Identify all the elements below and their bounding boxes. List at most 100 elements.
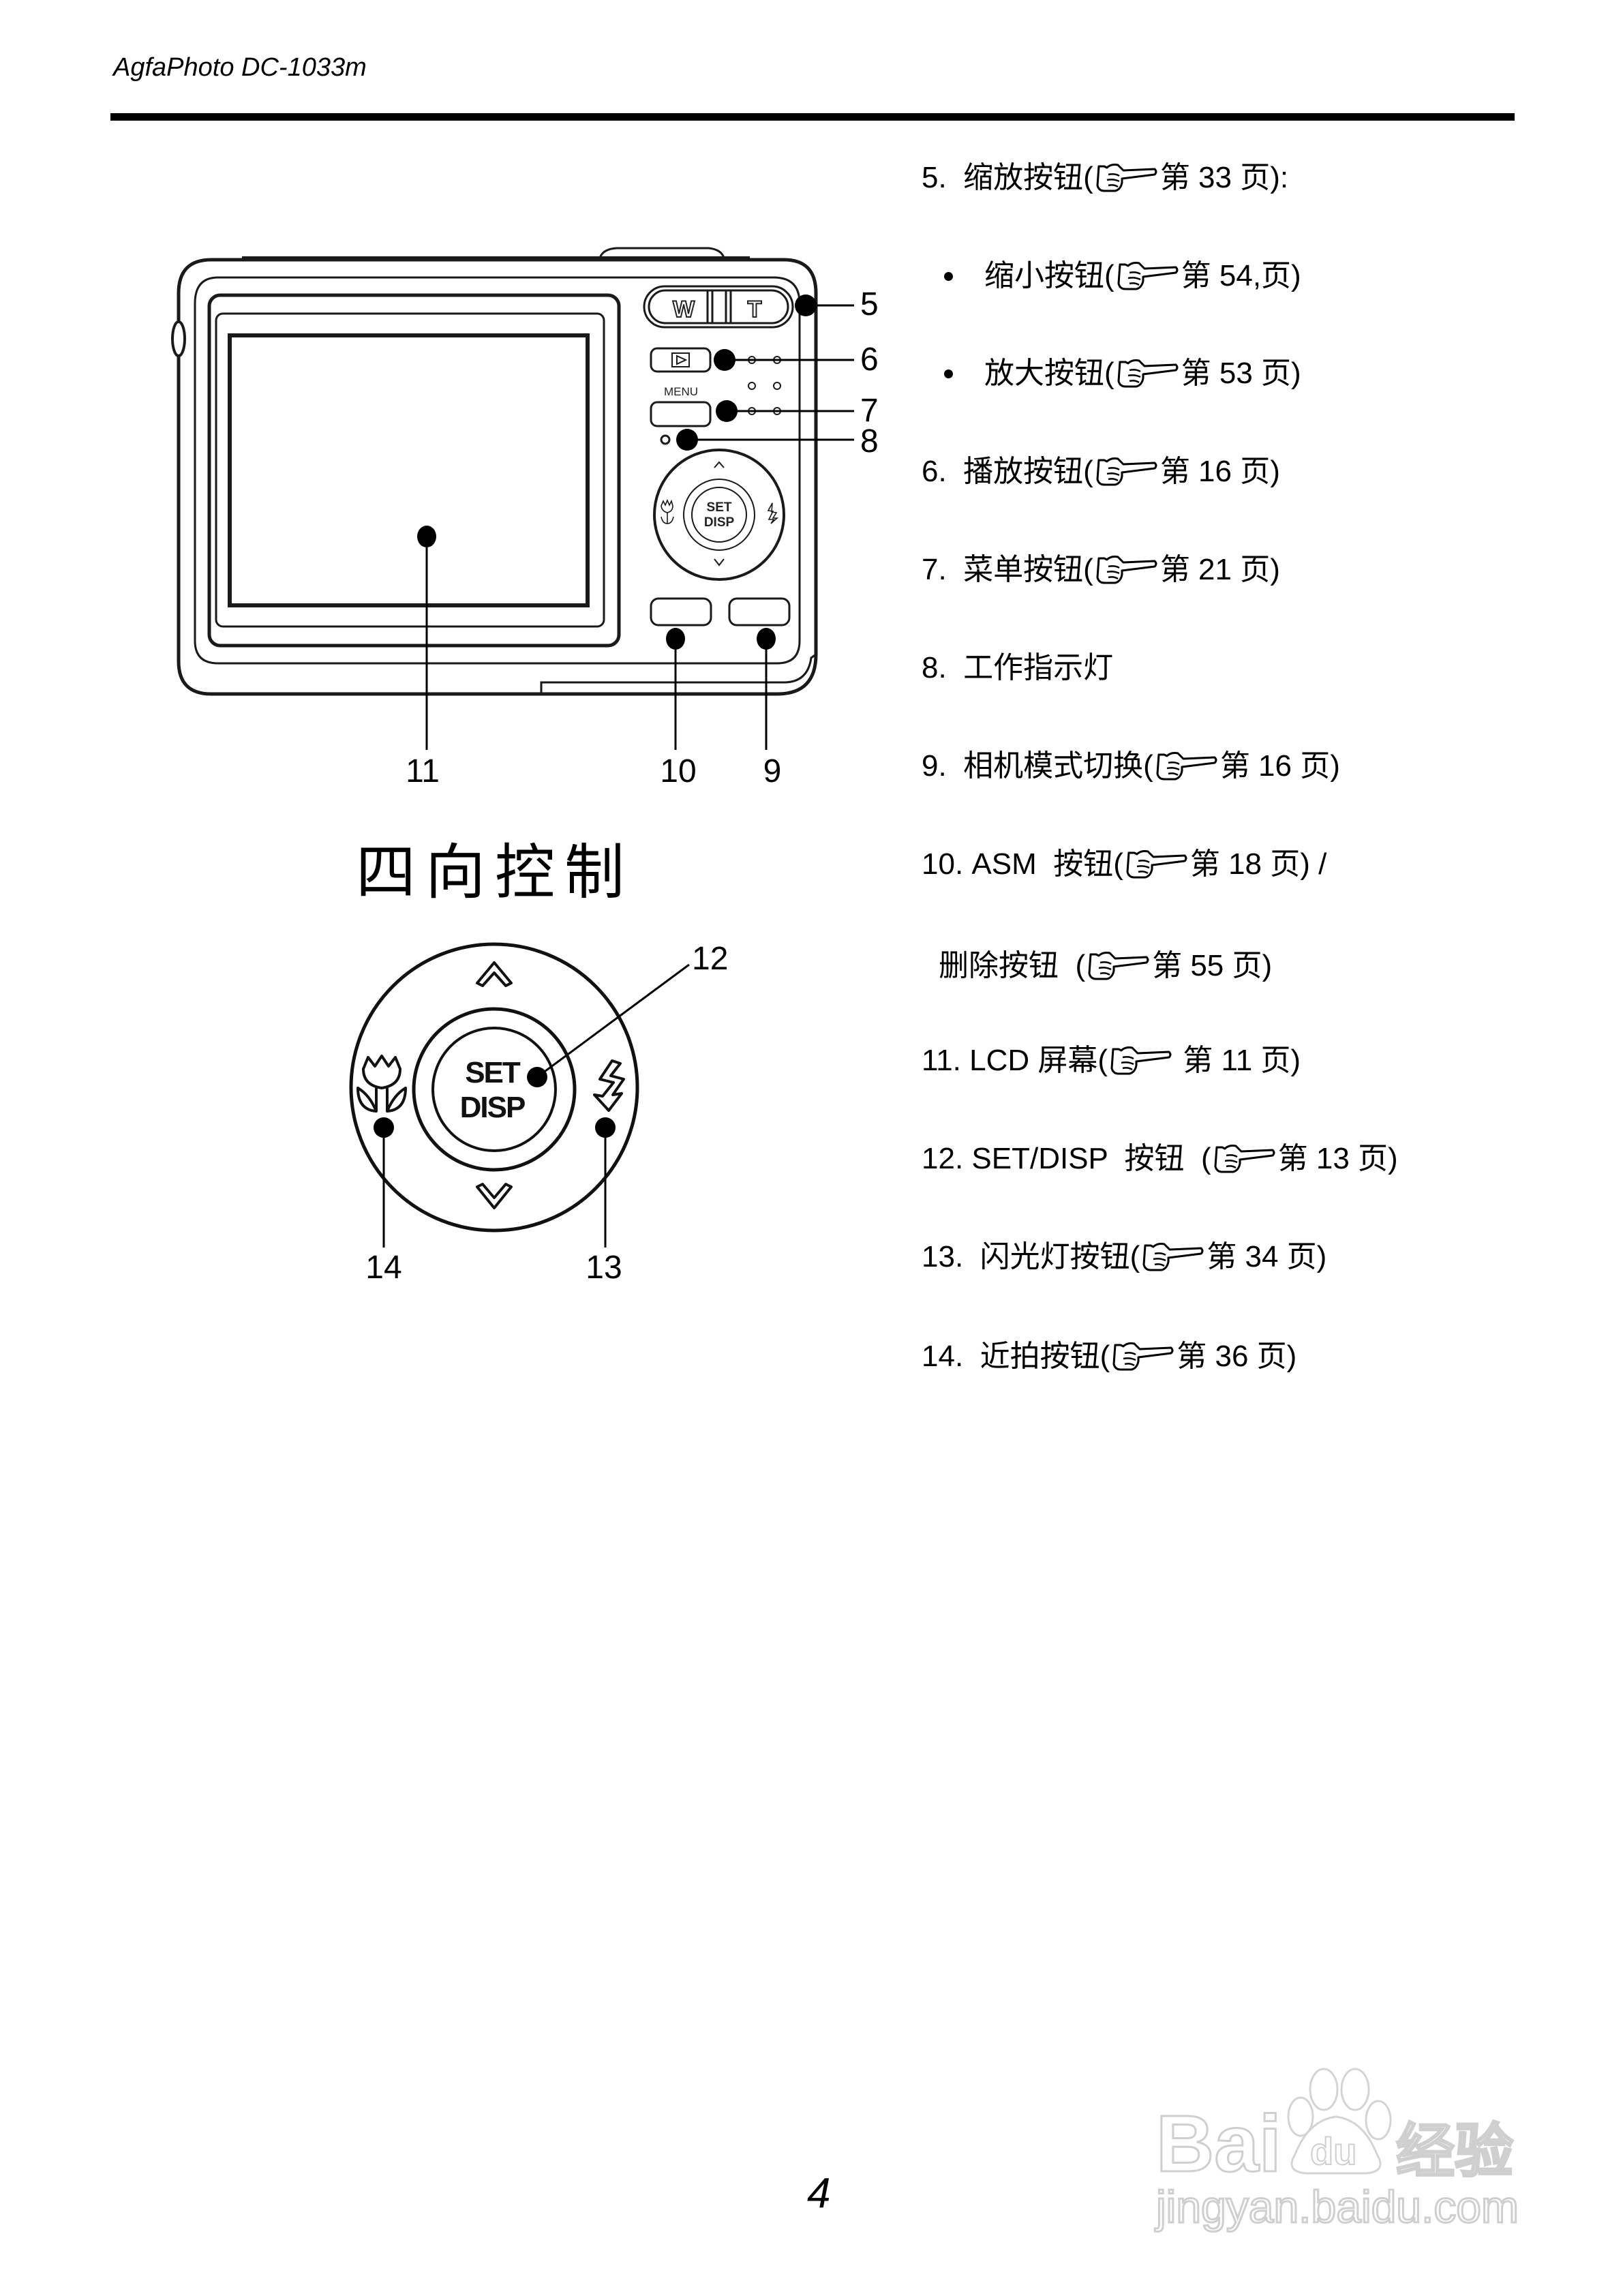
bullet-icon bbox=[944, 369, 953, 378]
dpad-disp-label: DISP bbox=[460, 1091, 525, 1124]
shutter-button-top bbox=[598, 247, 725, 258]
legend-label: 近拍按钮( bbox=[980, 1340, 1110, 1373]
legend-label: LCD 屏幕( bbox=[969, 1044, 1108, 1077]
page-reference: 第 13 页) bbox=[1277, 1142, 1398, 1175]
mini-up-arrow-icon bbox=[714, 461, 725, 468]
pointing-hand-icon bbox=[1111, 1341, 1174, 1372]
mini-down-arrow-icon bbox=[714, 558, 725, 567]
callout-13: 13 bbox=[586, 1250, 622, 1286]
page-reference: 第 54,页) bbox=[1181, 259, 1301, 292]
callout-6: 6 bbox=[860, 342, 879, 378]
dpad-diagram bbox=[349, 942, 639, 1233]
page-reference: 第 36 页) bbox=[1177, 1340, 1297, 1373]
callout-12: 12 bbox=[692, 941, 728, 977]
paw-icon bbox=[1287, 2068, 1392, 2175]
legend-number: 6. bbox=[922, 455, 947, 488]
up-arrow-icon bbox=[476, 961, 513, 987]
legend-number: 11. bbox=[922, 1044, 961, 1077]
pointing-hand-icon bbox=[1095, 162, 1157, 194]
legend-number: 9. bbox=[922, 749, 947, 783]
legend-number: 14. bbox=[922, 1340, 964, 1373]
legend-label: 相机模式切换( bbox=[963, 749, 1153, 783]
page-reference: 第 18 页) / bbox=[1189, 847, 1327, 881]
legend-item-8: 8. 工作指示灯 bbox=[922, 649, 1113, 687]
camera-body-outline bbox=[177, 258, 818, 696]
camera-callouts bbox=[417, 294, 854, 750]
watermark-brand-cn: 经验 bbox=[1396, 2119, 1513, 2184]
dpad-title: 四向控制 bbox=[356, 837, 635, 907]
mini-flash-icon bbox=[767, 502, 779, 524]
watermark-brand-du: du bbox=[1310, 2130, 1356, 2173]
flash-icon bbox=[593, 1059, 625, 1112]
dpad-outer-ring bbox=[349, 942, 639, 1233]
screen-bezel bbox=[207, 293, 621, 648]
callout-5: 5 bbox=[860, 286, 879, 322]
legend-label: 缩小按钮( bbox=[984, 259, 1114, 292]
menu-button bbox=[650, 401, 712, 427]
bullet-icon bbox=[944, 271, 953, 281]
dpad-callouts bbox=[374, 963, 690, 1248]
dpad-set-label: SET bbox=[465, 1056, 521, 1089]
legend-label: 闪光灯按钮( bbox=[980, 1240, 1140, 1273]
legend-label: 工作指示灯 bbox=[963, 651, 1114, 684]
macro-flower-icon bbox=[357, 1055, 407, 1113]
legend-number: 7. bbox=[922, 553, 947, 586]
menu-label: MENU bbox=[664, 385, 698, 398]
legend-label: ASM 按钮( bbox=[971, 847, 1123, 881]
camera-back-diagram bbox=[171, 247, 818, 696]
pointing-hand-icon bbox=[1141, 1241, 1204, 1273]
page-reference: 第 16 页) bbox=[1159, 455, 1280, 488]
zoom-rocker bbox=[648, 289, 789, 324]
page-reference: 第 16 页) bbox=[1219, 749, 1340, 783]
pointing-hand-icon bbox=[1125, 849, 1187, 880]
pointing-hand-icon bbox=[1116, 260, 1179, 292]
legend-item-14: 14. 近拍按钮( 第 36 页) bbox=[922, 1338, 1296, 1376]
page-reference: 第 21 页) bbox=[1159, 553, 1280, 586]
legend-label: 缩放按钮( bbox=[963, 161, 1093, 194]
legend-number: 10. bbox=[922, 847, 964, 881]
document-header-title: AgfaPhoto DC-1033m bbox=[113, 53, 367, 82]
pointing-hand-icon bbox=[1213, 1143, 1275, 1175]
mini-set-label: SET bbox=[707, 500, 732, 515]
legend-number: 13. bbox=[922, 1240, 964, 1273]
legend-number: 5. bbox=[922, 161, 947, 194]
asm-delete-button bbox=[650, 597, 712, 626]
legend-item-7: 7. 菜单按钮( 第 21 页) bbox=[922, 551, 1280, 589]
page-number: 4 bbox=[807, 2170, 831, 2217]
callout-11: 11 bbox=[406, 753, 440, 789]
page-reference: 第 11 页) bbox=[1174, 1044, 1301, 1077]
legend-item-6: 6. 播放按钮( 第 16 页) bbox=[922, 453, 1280, 491]
page-reference: 第 53 页) bbox=[1181, 357, 1301, 390]
legend-label: SET/DISP 按钮 ( bbox=[971, 1142, 1211, 1175]
pointing-hand-icon bbox=[1095, 456, 1157, 487]
mini-dpad-outer bbox=[653, 449, 785, 581]
speaker-holes bbox=[748, 356, 781, 415]
playback-button bbox=[650, 347, 712, 373]
legend-item-12: 12. SET/DISP 按钮 ( 第 13 页) bbox=[922, 1140, 1398, 1178]
legend-label: 播放按钮( bbox=[963, 455, 1093, 488]
play-icon bbox=[676, 354, 688, 365]
pointing-hand-icon bbox=[1109, 1045, 1172, 1076]
baidu-watermark: Bai du 经验 jingyan.baidu.com bbox=[1154, 2068, 1520, 2233]
page-reference: 第 33 页): bbox=[1159, 161, 1289, 194]
legend-label: 放大按钮( bbox=[984, 357, 1114, 390]
legend-item-zoom-out: 缩小按钮( 第 54,页) bbox=[944, 257, 1301, 295]
callout-8: 8 bbox=[860, 423, 879, 459]
pointing-hand-icon bbox=[1155, 751, 1217, 782]
header-divider bbox=[110, 113, 1515, 121]
watermark-brand: Bai bbox=[1156, 2099, 1281, 2189]
legend-item-13: 13. 闪光灯按钮( 第 34 页) bbox=[922, 1238, 1326, 1276]
callout-10: 10 bbox=[660, 753, 696, 789]
legend-item-5: 5. 缩放按钮( 第 33 页): bbox=[922, 159, 1288, 197]
pointing-hand-icon bbox=[1087, 950, 1149, 982]
legend-label: 菜单按钮( bbox=[963, 553, 1093, 586]
pointing-hand-icon bbox=[1095, 554, 1157, 586]
legend-item-10: 10. ASM 按钮( 第 18 页) / bbox=[922, 845, 1326, 883]
dpad-middle-ring bbox=[412, 1007, 577, 1172]
legend-number: 12. bbox=[922, 1142, 964, 1175]
callout-7: 7 bbox=[860, 393, 879, 429]
mini-macro-icon bbox=[661, 498, 674, 524]
pointing-hand-icon bbox=[1116, 358, 1179, 389]
callout-9: 9 bbox=[763, 753, 782, 789]
